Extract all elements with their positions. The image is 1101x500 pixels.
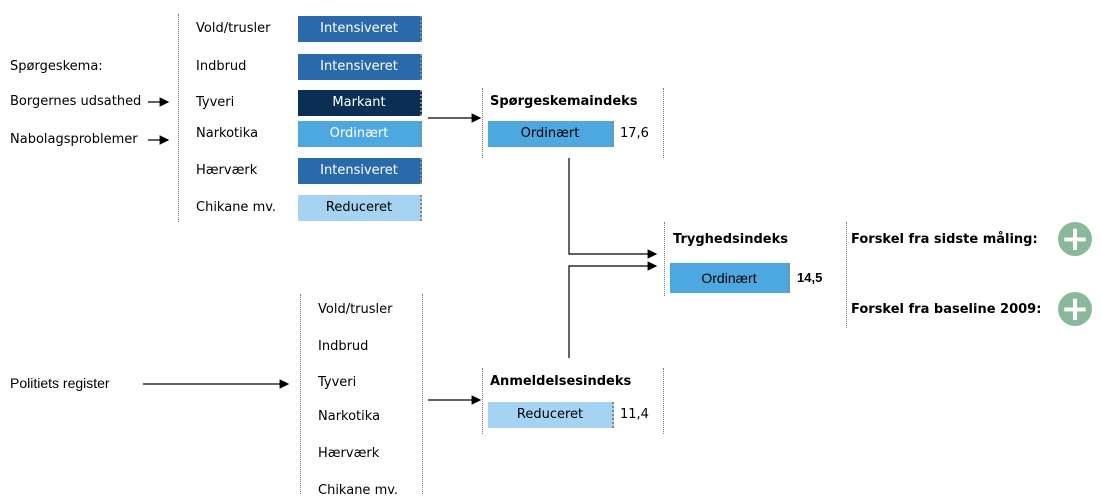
questionnaire-to-safety-arrow xyxy=(568,158,658,259)
questionnaire-block-divider xyxy=(178,14,179,222)
diff-baseline-label: Forskel fra baseline 2009: xyxy=(851,302,1042,317)
plus-icon: + xyxy=(1058,292,1092,326)
neighborhood-label: Nabolagsproblemer xyxy=(10,132,138,147)
plus-icon: + xyxy=(1058,222,1092,256)
questionnaire-index-title: Spørgeskemaindeks xyxy=(490,94,638,109)
diff-last-label: Forskel fra sidste måling: xyxy=(851,232,1038,247)
report-index-value: 11,4 xyxy=(620,407,649,422)
register-block-divider-right xyxy=(422,294,423,494)
differences-divider xyxy=(846,222,847,328)
register-category-label: Chikane mv. xyxy=(318,483,399,498)
police-register-label: Politiets register xyxy=(10,375,110,391)
exposure-label: Borgernes udsathed xyxy=(10,94,142,109)
register-category-label: Narkotika xyxy=(318,409,381,424)
register-category-label: Tyveri xyxy=(318,375,357,390)
register-category-label: Vold/trusler xyxy=(318,302,393,317)
report-to-safety-arrow xyxy=(568,261,658,358)
questionnaire-category-rating: Ordinært xyxy=(298,121,422,147)
questionnaire-index-divider xyxy=(482,88,483,158)
safety-index-value: 14,5 xyxy=(797,270,823,285)
report-index-rating: Reduceret xyxy=(488,402,614,428)
questionnaire-category-label: Narkotika xyxy=(196,126,259,141)
questionnaire-index-rating: Ordinært xyxy=(488,121,614,147)
questionnaire-category-label: Hærværk xyxy=(196,163,258,178)
questionnaire-index-divider-right xyxy=(663,88,664,158)
safety-index-rating: Ordinært xyxy=(670,263,790,293)
report-index-title: Anmeldelsesindeks xyxy=(490,374,632,389)
questionnaire-category-label: Indbrud xyxy=(196,59,247,74)
questionnaire-label: Spørgeskema: xyxy=(10,59,103,74)
questionnaire-category-rating: Reduceret xyxy=(298,195,422,221)
questionnaire-category-label: Vold/trusler xyxy=(196,21,271,36)
register-block-divider-left xyxy=(300,294,301,494)
questionnaire-category-rating: Intensiveret xyxy=(298,16,422,42)
questionnaire-category-rating: Intensiveret xyxy=(298,158,422,184)
report-index-divider-right xyxy=(663,368,664,434)
safety-index-title: Tryghedsindeks xyxy=(673,232,788,247)
questionnaire-category-rating: Markant xyxy=(298,90,422,116)
questionnaire-category-label: Chikane mv. xyxy=(196,200,277,215)
questionnaire-category-label: Tyveri xyxy=(196,95,235,110)
safety-index-divider xyxy=(664,222,665,296)
register-category-label: Indbrud xyxy=(318,339,369,354)
report-index-divider xyxy=(482,368,483,434)
register-category-label: Hærværk xyxy=(318,446,380,461)
questionnaire-index-value: 17,6 xyxy=(620,126,649,141)
questionnaire-category-rating: Intensiveret xyxy=(298,54,422,80)
